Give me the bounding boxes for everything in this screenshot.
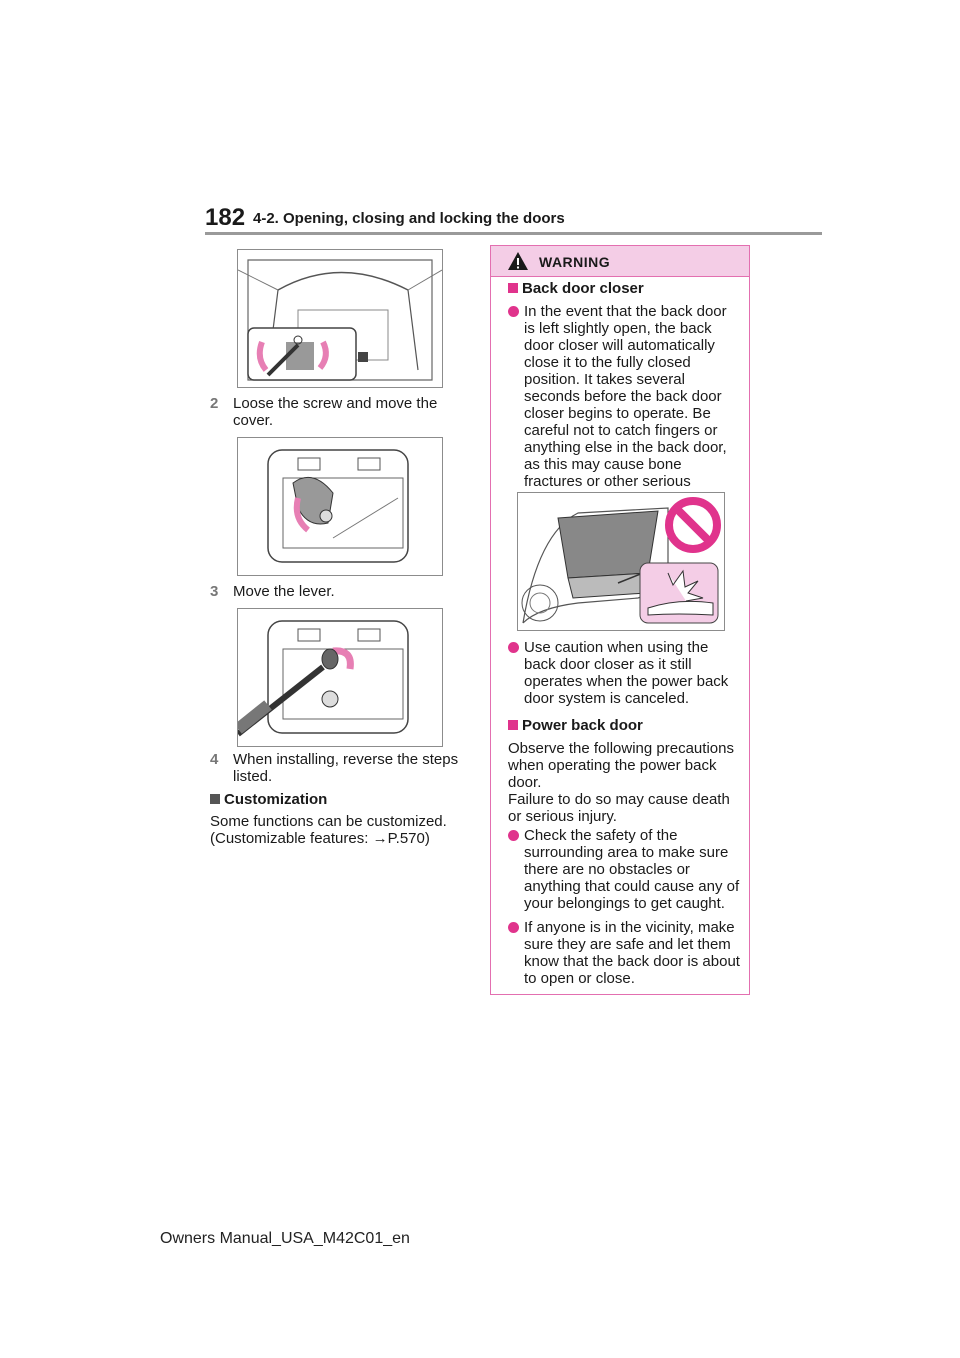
page-header: 182 4-2. Opening, closing and locking th… — [205, 200, 825, 240]
arrow-icon: → — [372, 830, 388, 847]
bullet-power-back-door-2: If anyone is in the vicinity, make sure … — [508, 919, 740, 987]
figure-back-door-caution — [517, 492, 725, 631]
power-back-door-heading: Power back door — [508, 717, 643, 734]
bullet-icon — [508, 830, 519, 841]
cover-illustration — [267, 449, 409, 563]
customization-text: Some functions can be customized. (Custo… — [210, 813, 447, 847]
customization-heading: Customization — [210, 791, 327, 808]
step-3: 3 Move the lever. — [210, 583, 470, 600]
power-back-door-intro: Observe the following precautions when o… — [508, 740, 734, 825]
back-door-caution-illustration — [521, 497, 721, 624]
figure-cargo-area — [237, 249, 443, 388]
page-number: 182 — [205, 204, 246, 231]
lever-illustration — [238, 620, 409, 737]
square-bullet-icon — [508, 283, 518, 293]
bullet-icon — [508, 922, 519, 933]
footer-text: Owners Manual_USA_M42C01_en — [160, 1230, 410, 1247]
step-text: When installing, reverse the steps liste… — [233, 751, 459, 785]
step-2: 2 Loose the screw and move the cover. — [210, 395, 470, 429]
step-4: 4 When installing, reverse the steps lis… — [210, 751, 470, 785]
step-text: Loose the screw and move the cover. — [233, 395, 438, 429]
cargo-area-illustration — [238, 259, 442, 381]
step-text: Move the lever. — [233, 583, 335, 600]
warning-header: WARNING — [491, 246, 749, 277]
step-number: 3 — [210, 583, 219, 600]
square-bullet-icon — [210, 794, 220, 804]
bullet-icon — [508, 306, 519, 317]
bullet-back-door-closer-2: Use caution when using the back door clo… — [508, 639, 740, 707]
back-door-closer-heading: Back door closer — [508, 280, 644, 297]
bullet-back-door-closer-1: In the event that the back door is left … — [508, 303, 740, 507]
step-number: 4 — [210, 751, 219, 768]
warning-title: WARNING — [539, 254, 611, 270]
warning-triangle-icon — [508, 252, 528, 270]
page-reference-link[interactable]: P.570 — [387, 830, 425, 847]
warning-box: WARNING — [490, 245, 750, 995]
bullet-power-back-door-1: Check the safety of the surrounding area… — [508, 827, 740, 912]
header-rule — [205, 232, 822, 235]
section-title: 4-2. Opening, closing and locking the do… — [253, 210, 565, 227]
figure-cover — [237, 437, 443, 576]
step-number: 2 — [210, 395, 219, 412]
bullet-icon — [508, 642, 519, 653]
square-bullet-icon — [508, 720, 518, 730]
figure-lever — [237, 608, 443, 747]
